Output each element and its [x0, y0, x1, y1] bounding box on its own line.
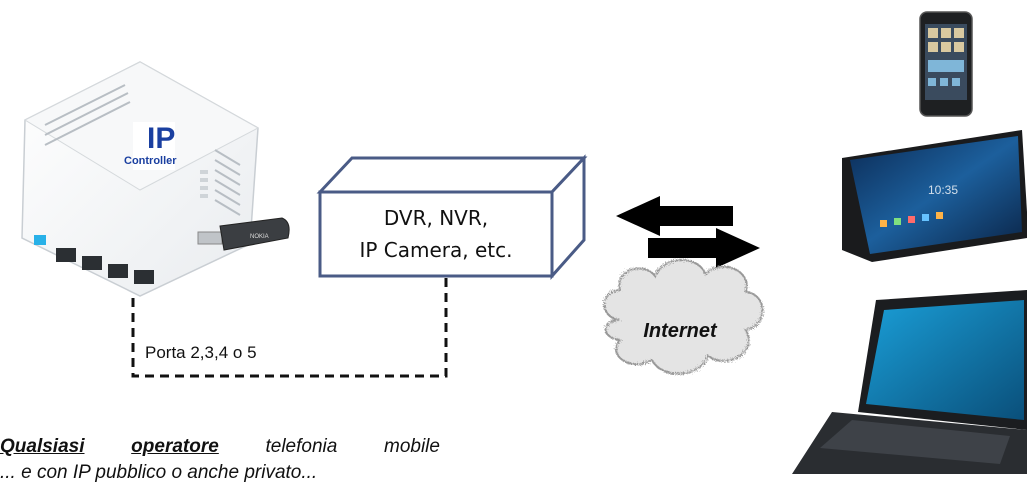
operator-word-operatore: operatore: [131, 436, 219, 457]
bidirectional-arrows: [616, 196, 760, 268]
usb-modem: NOKIA: [197, 217, 290, 251]
dvr-box: [316, 154, 588, 280]
smartphone-device: [919, 11, 973, 117]
operator-note: Qualsiasi operatore telefonia mobile ...…: [0, 434, 440, 486]
operator-word-mobile: mobile: [384, 436, 440, 457]
dvr-box-line2: IP Camera, etc.: [359, 238, 513, 262]
port-label: Porta 2,3,4 o 5: [145, 343, 257, 362]
router-logo-ip: IP: [147, 122, 175, 155]
modem-brand: NOKIA: [250, 234, 269, 240]
router-logo-controller: Controller: [124, 155, 177, 167]
operator-word-telefonia: telefonia: [265, 436, 338, 457]
laptop-device: [792, 290, 1027, 474]
operator-note-line2: ... e con IP pubblico o anche privato...: [0, 462, 318, 483]
internet-label: Internet: [643, 320, 717, 342]
diagram-canvas: IP Controller NOKIA: [21, 11, 1027, 474]
dashed-connection-line: [131, 278, 448, 378]
internet-cloud: [603, 259, 764, 375]
operator-note-line1: Qualsiasi operatore telefonia mobile: [0, 434, 440, 460]
arrow-left-icon: [616, 196, 733, 236]
router-device: IP Controller: [21, 61, 260, 297]
operator-word-qualsiasi: Qualsiasi: [0, 436, 85, 457]
dvr-box-line1: DVR, NVR,: [383, 206, 489, 230]
svg-text:10:35: 10:35: [928, 183, 958, 197]
arrow-right-icon: [648, 228, 760, 268]
tablet-device: 10:35: [842, 130, 1027, 262]
dvr-box-label: DVR, NVR, IP Camera, etc.: [320, 192, 552, 276]
